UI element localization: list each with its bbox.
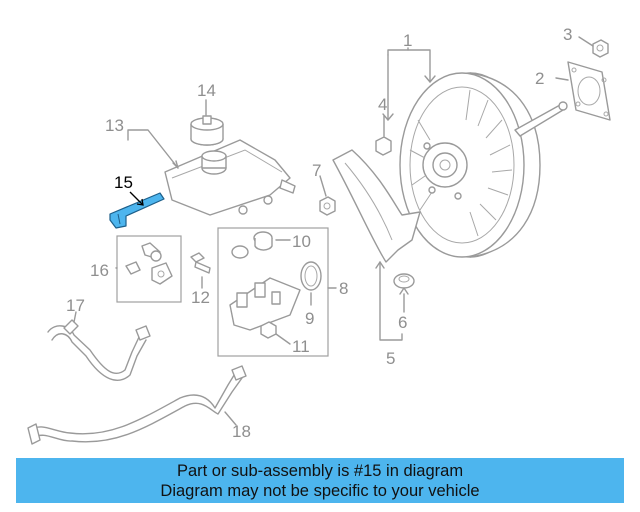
nut-part-7[interactable]	[319, 196, 336, 216]
bolt-part-12[interactable]	[190, 252, 211, 274]
callout-10[interactable]: 10	[292, 232, 311, 251]
callout-12[interactable]: 12	[191, 288, 210, 307]
callout-1[interactable]: 1	[403, 31, 412, 50]
callout-18[interactable]: 18	[232, 422, 251, 441]
callout-15[interactable]: 15	[114, 173, 133, 192]
banner-line-1: Part or sub-assembly is #15 in diagram	[176, 462, 464, 480]
callout-4[interactable]: 4	[378, 95, 387, 114]
callout-17[interactable]: 17	[66, 296, 85, 315]
heat-shield[interactable]	[332, 149, 421, 263]
callout-11[interactable]: 11	[292, 337, 310, 356]
callout-2[interactable]: 2	[535, 69, 544, 88]
parts-diagram: 1 2 3 4 5 6 7 8 9 10 11 12 13 14 15 16 1…	[27, 25, 611, 445]
brake-line-18[interactable]	[27, 365, 247, 445]
reservoir-cap[interactable]	[190, 115, 224, 146]
booster-gasket[interactable]	[567, 61, 611, 121]
info-banner: Part or sub-assembly is #15 in diagram D…	[16, 458, 624, 503]
callout-14[interactable]: 14	[197, 81, 216, 100]
leader-lines	[73, 36, 594, 426]
callout-6[interactable]: 6	[398, 313, 407, 332]
brake-booster[interactable]	[399, 72, 568, 258]
callout-8[interactable]: 8	[339, 279, 348, 298]
highlighted-part-15[interactable]	[109, 192, 165, 229]
master-cylinder-group[interactable]	[217, 227, 329, 357]
callout-16[interactable]: 16	[90, 261, 109, 280]
sensor-group[interactable]	[116, 235, 182, 303]
callout-5[interactable]: 5	[386, 349, 395, 368]
callout-13[interactable]: 13	[105, 116, 124, 135]
brake-line-17[interactable]	[47, 319, 151, 381]
brake-fluid-reservoir[interactable]	[164, 139, 296, 216]
seal-part-4[interactable]	[375, 136, 392, 156]
grommet-part-6[interactable]	[393, 273, 415, 289]
callout-3[interactable]: 3	[563, 25, 572, 44]
callout-7[interactable]: 7	[312, 161, 321, 180]
nut-part-3[interactable]	[592, 39, 609, 58]
banner-line-2: Diagram may not be specific to your vehi…	[160, 482, 480, 500]
callout-9[interactable]: 9	[305, 309, 314, 328]
